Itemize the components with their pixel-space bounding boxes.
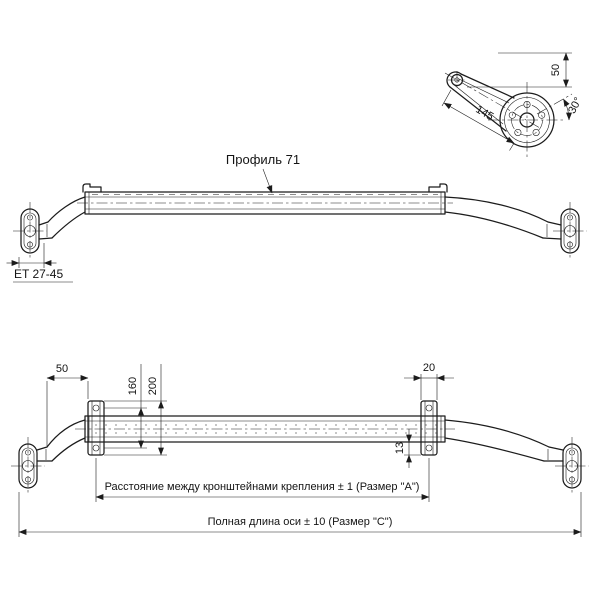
swing-arm-pivot (448, 71, 466, 89)
dim-bracket-distance-A: Расстояние между кронштейнами крепления … (95, 458, 430, 502)
beam-hook-right (428, 183, 448, 193)
dim-et-offset: ET 27-45 (6, 243, 73, 283)
wheel-flange-left-plan (10, 436, 46, 496)
suspension-arm-right-side (444, 196, 562, 240)
dim-overall-length-text: Полная длина оси ± 10 (Размер "С") (208, 516, 393, 528)
axle-plan-view: 50 160 200 20 13 (10, 362, 590, 537)
dim-hub-angle-text: 30° (566, 95, 584, 115)
dim-bracket-drop-text: 13 (394, 442, 406, 454)
wheel-flange-right-side (552, 201, 588, 261)
beam-hook-left (82, 183, 102, 193)
profile-callout: Профиль 71 (226, 152, 300, 194)
suspension-arm-left-plan (36, 419, 86, 462)
dim-flange-to-bracket: 50 (46, 363, 89, 446)
mounting-bracket-left (87, 400, 105, 456)
dim-bracket-width-text: 20 (423, 362, 435, 374)
wheel-flange-right-plan (554, 436, 590, 496)
hub-centerlines (444, 72, 573, 158)
hub-detail-view: 50 30° 145 (441, 52, 585, 158)
dim-bracket-hole-spacing: 160 (104, 364, 147, 449)
dim-flange-to-bracket-text: 50 (56, 363, 68, 375)
dim-bracket-hole-spacing-text: 160 (127, 377, 139, 395)
dim-bracket-plate-height: 200 (104, 364, 167, 456)
mounting-bracket-right (420, 400, 438, 456)
suspension-arm-left-side (38, 196, 86, 240)
dim-bracket-plate-height-text: 200 (147, 377, 159, 395)
dim-hub-offset-text: 50 (550, 64, 562, 76)
dim-overall-length-C: Полная длина оси ± 10 (Размер "С") (18, 492, 582, 537)
dim-hub-angle: 30° (563, 95, 585, 121)
wheel-flange-left-side (12, 201, 48, 261)
profile-label: Профиль 71 (226, 152, 300, 167)
beam-plan (75, 415, 455, 443)
dim-bracket-distance-text: Расстояние между кронштейнами крепления … (105, 481, 420, 493)
et-offset-label: ET 27-45 (14, 267, 63, 281)
dim-bracket-drop: 13 (394, 429, 421, 468)
dim-bracket-width: 20 (404, 362, 454, 400)
dim-hub-offset: 50 (467, 52, 572, 88)
axle-side-view: Профиль 71 ET 27-45 (6, 152, 588, 283)
beam-side (77, 191, 453, 215)
suspension-arm-right-plan (444, 419, 564, 462)
